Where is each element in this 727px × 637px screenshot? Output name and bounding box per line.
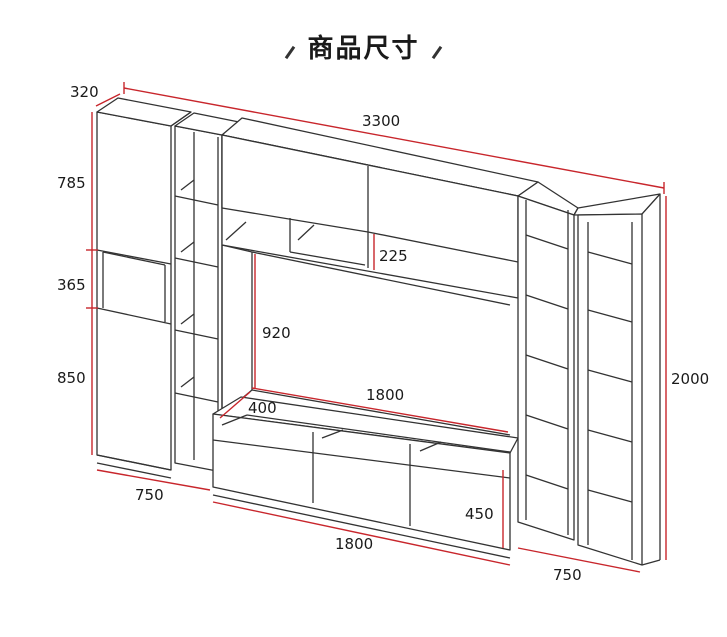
furniture-lines [96, 97, 661, 566]
label-tv-height: 450 [465, 505, 494, 523]
dimension-lines [86, 82, 667, 573]
label-shelf-height: 225 [379, 247, 408, 265]
right-shelf-unit-1 [517, 181, 579, 541]
label-left-upper-height: 785 [57, 174, 86, 192]
label-depth-top: 320 [70, 83, 99, 101]
title-block: 商品尺寸 [0, 28, 727, 65]
label-left-lower-height: 850 [57, 369, 86, 387]
label-niche-height: 920 [262, 324, 291, 342]
right-shelf-unit-2 [573, 193, 661, 566]
dim-line-tv-width [212, 501, 511, 566]
label-left-width: 750 [135, 486, 164, 504]
label-right-width: 750 [553, 566, 582, 584]
left-open-shelf [174, 112, 240, 473]
dim-line-tv-depth [219, 391, 251, 419]
label-total-width: 3300 [362, 112, 400, 130]
tv-low-cabinet [212, 396, 519, 559]
page-title: 商品尺寸 [307, 34, 420, 64]
label-total-height: 2000 [671, 370, 709, 388]
dim-line-right-width [517, 547, 641, 573]
label-tv-depth: 400 [248, 399, 277, 417]
label-left-middle-height: 365 [57, 276, 86, 294]
dim-line-total-width [123, 87, 665, 189]
top-bridge-cabinet [221, 117, 539, 299]
dim-line-niche-width [251, 387, 509, 433]
dim-line-depth-top [95, 93, 121, 107]
label-tv-width: 1800 [335, 535, 373, 553]
dim-line-left-width [96, 469, 211, 491]
left-tall-cabinet [96, 97, 192, 479]
dimension-labels: 320 3300 785 365 850 225 920 1800 400 20… [57, 83, 709, 584]
label-niche-width: 1800 [366, 386, 404, 404]
